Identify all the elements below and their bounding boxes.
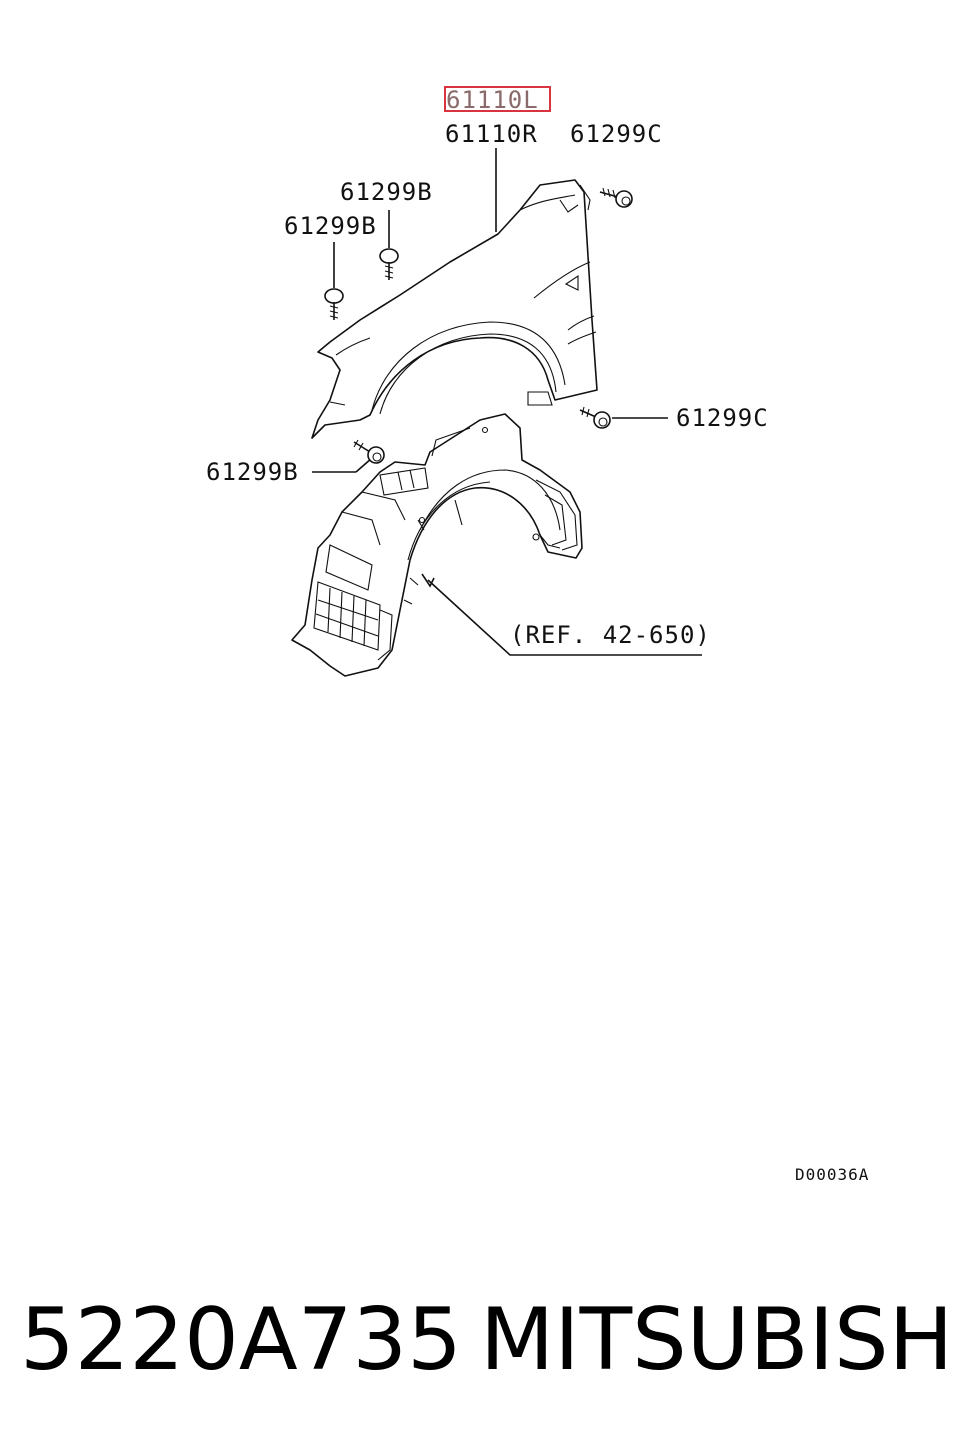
bolt-61299B-lower[interactable]: [324, 288, 344, 320]
label-61299B-lower[interactable]: 61299B: [284, 212, 377, 240]
label-reference[interactable]: (REF. 42-650): [510, 621, 711, 649]
bolt-61299B-left[interactable]: [353, 439, 385, 464]
front-fender[interactable]: [311, 179, 598, 439]
bolt-61299C-top[interactable]: [599, 187, 633, 208]
drawing-code: D00036A: [795, 1165, 869, 1184]
label-61299B-upper[interactable]: 61299B: [340, 178, 433, 206]
footer-brand: MITSUBISHI: [480, 1290, 960, 1390]
bolt-61299C-mid[interactable]: [579, 406, 611, 429]
fender-liner[interactable]: [291, 413, 583, 677]
label-61110R[interactable]: 61110R: [445, 120, 538, 148]
leader-lines: [312, 148, 702, 656]
highlight-box: [444, 86, 551, 112]
footer: 5220A735 MITSUBISHI: [0, 1285, 960, 1395]
footer-part-number: 5220A735: [20, 1290, 462, 1390]
label-61299B-left[interactable]: 61299B: [206, 458, 299, 486]
label-61299C-mid[interactable]: 61299C: [676, 404, 769, 432]
bolt-61299B-upper[interactable]: [379, 248, 399, 280]
label-61299C-top[interactable]: 61299C: [570, 120, 663, 148]
label-61110L[interactable]: 61110L: [446, 86, 539, 114]
